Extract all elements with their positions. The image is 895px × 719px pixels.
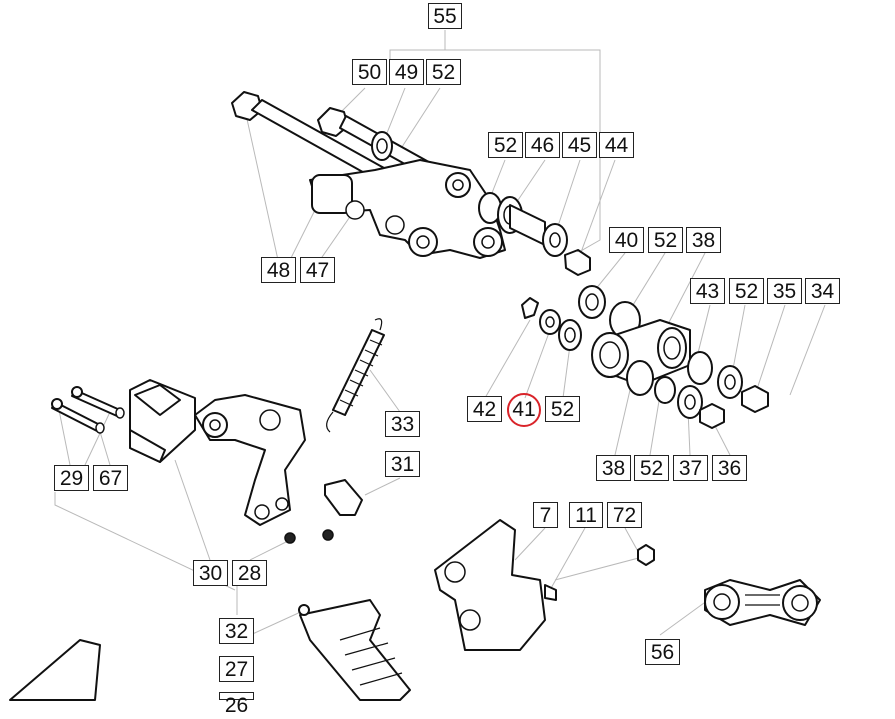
callout-37[interactable]: 37 <box>673 455 708 481</box>
callout-35[interactable]: 35 <box>767 278 802 304</box>
callout-7[interactable]: 7 <box>533 502 558 528</box>
adjust-screw <box>284 479 363 544</box>
callout-41-highlighted[interactable]: 41 <box>512 398 536 421</box>
mid-right-assembly <box>521 285 769 429</box>
callout-72[interactable]: 72 <box>607 502 642 528</box>
callout-32[interactable]: 32 <box>219 618 254 644</box>
callout-45[interactable]: 45 <box>562 132 597 158</box>
callout-33[interactable]: 33 <box>385 411 420 437</box>
left-bolts <box>51 386 125 434</box>
callout-27[interactable]: 27 <box>219 656 254 682</box>
footrest-plate <box>298 599 411 701</box>
callout-42[interactable]: 42 <box>467 396 502 422</box>
callout-28[interactable]: 28 <box>232 560 267 586</box>
left-bracket <box>129 379 196 463</box>
upper-spacers <box>478 192 591 276</box>
callout-67[interactable]: 67 <box>93 465 128 491</box>
callout-31[interactable]: 31 <box>385 451 420 477</box>
dogbone-link <box>704 579 821 626</box>
leader-lines <box>54 30 826 643</box>
callout-47[interactable]: 47 <box>300 257 335 283</box>
callout-43[interactable]: 43 <box>690 278 725 304</box>
lower-left-part <box>9 639 101 701</box>
callout-44[interactable]: 44 <box>599 132 634 158</box>
pedal-arm <box>194 394 306 526</box>
callout-26[interactable]: 26 <box>219 692 254 717</box>
callout-48[interactable]: 48 <box>261 257 296 283</box>
callout-52[interactable]: 52 <box>648 227 683 253</box>
callout-52[interactable]: 52 <box>729 278 764 304</box>
callout-50[interactable]: 50 <box>352 59 387 85</box>
callout-52[interactable]: 52 <box>545 396 580 422</box>
highlight-ring <box>507 393 541 427</box>
callout-38[interactable]: 38 <box>686 227 721 253</box>
callout-11[interactable]: 11 <box>569 502 603 528</box>
callout-36[interactable]: 36 <box>712 455 747 481</box>
callout-55[interactable]: 55 <box>428 3 462 29</box>
callout-52[interactable]: 52 <box>634 455 669 481</box>
callout-49[interactable]: 49 <box>389 59 424 85</box>
exploded-parts-diagram <box>9 30 826 701</box>
callout-56[interactable]: 56 <box>645 639 680 665</box>
callout-40[interactable]: 40 <box>609 227 644 253</box>
callout-30[interactable]: 30 <box>193 560 228 586</box>
callout-52[interactable]: 52 <box>426 59 461 85</box>
callout-52[interactable]: 52 <box>488 132 523 158</box>
lower-center-bracket <box>434 519 655 651</box>
callout-38[interactable]: 38 <box>596 455 631 481</box>
tension-spring <box>326 318 385 433</box>
callout-34[interactable]: 34 <box>805 278 840 304</box>
callout-29[interactable]: 29 <box>54 465 89 491</box>
callout-46[interactable]: 46 <box>525 132 560 158</box>
upper-rocker-link <box>309 159 506 259</box>
